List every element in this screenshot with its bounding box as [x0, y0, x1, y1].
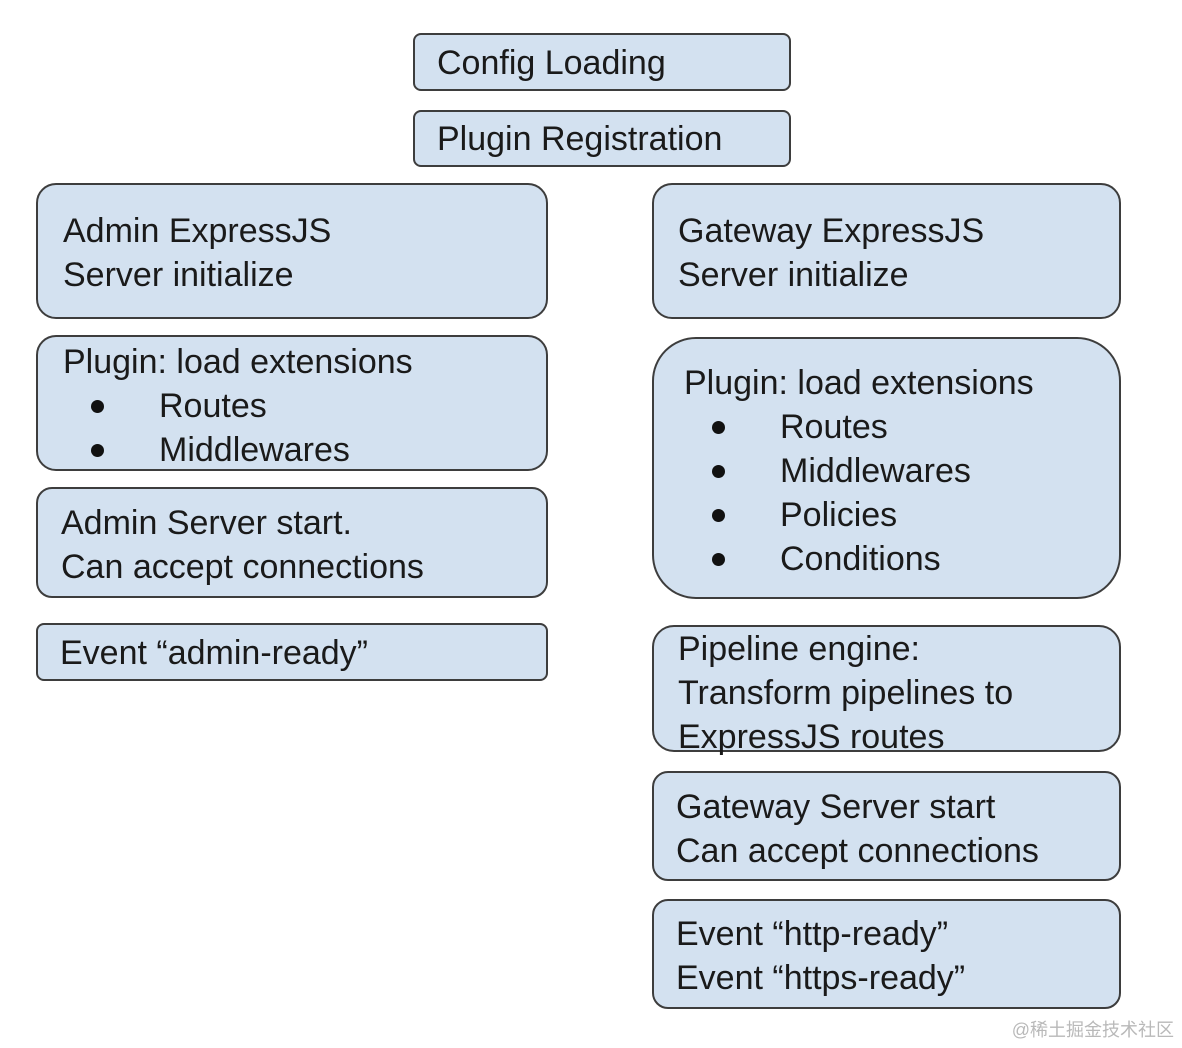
gateway-server-start-box: Gateway Server start Can accept connecti…	[652, 771, 1121, 881]
gateway-pipeline-line-1: Pipeline engine:	[678, 630, 920, 668]
gateway-plugin-item-routes: Routes	[780, 408, 888, 446]
gateway-server-init-line-2: Server initialize	[678, 256, 909, 294]
gateway-plugin-title: Plugin: load extensions	[684, 364, 1034, 402]
gateway-plugin-item-policies: Policies	[780, 496, 898, 534]
gateway-plugin-item-conditions: Conditions	[780, 540, 941, 578]
admin-plugin-title: Plugin: load extensions	[63, 343, 413, 381]
gateway-plugin-box: Plugin: load extensions Routes Middlewar…	[652, 337, 1121, 599]
gateway-pipeline-line-2: Transform pipelines to	[678, 674, 1014, 712]
list-item: Middlewares	[684, 449, 1119, 493]
plugin-registration-box: Plugin Registration	[413, 110, 791, 167]
list-item: Conditions	[684, 537, 1119, 581]
bullet-icon	[712, 553, 725, 566]
bullet-icon	[91, 444, 104, 457]
admin-server-start-line-1: Admin Server start.	[61, 504, 352, 542]
gateway-events-box: Event “http-ready” Event “https-ready”	[652, 899, 1121, 1009]
gateway-pipeline-box: Pipeline engine: Transform pipelines to …	[652, 625, 1121, 756]
gateway-event-http: Event “http-ready”	[676, 915, 949, 953]
admin-plugin-item-routes: Routes	[159, 387, 267, 425]
admin-server-init-line-2: Server initialize	[63, 256, 294, 294]
config-loading-label: Config Loading	[437, 44, 666, 82]
gateway-pipeline-line-3: ExpressJS routes	[678, 718, 945, 756]
bullet-icon	[712, 421, 725, 434]
list-item: Routes	[684, 405, 1119, 449]
bullet-icon	[712, 465, 725, 478]
list-item: Middlewares	[63, 428, 546, 472]
admin-server-init-line-1: Admin ExpressJS	[63, 212, 332, 250]
bullet-icon	[712, 509, 725, 522]
admin-event-box: Event “admin-ready”	[36, 623, 548, 681]
gateway-server-init-box: Gateway ExpressJS Server initialize	[652, 183, 1121, 319]
gateway-server-start-line-1: Gateway Server start	[676, 788, 996, 826]
admin-plugin-item-middlewares: Middlewares	[159, 431, 350, 469]
gateway-event-https: Event “https-ready”	[676, 959, 966, 997]
config-loading-box: Config Loading	[413, 33, 791, 91]
gateway-server-init-line-1: Gateway ExpressJS	[678, 212, 985, 250]
admin-plugin-list: Routes Middlewares	[63, 384, 546, 472]
watermark: @稀土掘金技术社区	[1011, 1020, 1174, 1040]
gateway-server-start-line-2: Can accept connections	[676, 832, 1039, 870]
plugin-registration-label: Plugin Registration	[437, 120, 723, 158]
admin-event-label: Event “admin-ready”	[60, 634, 369, 672]
gateway-plugin-item-middlewares: Middlewares	[780, 452, 971, 490]
list-item: Policies	[684, 493, 1119, 537]
admin-server-start-line-2: Can accept connections	[61, 548, 424, 586]
list-item: Routes	[63, 384, 546, 428]
gateway-plugin-list: Routes Middlewares Policies Conditions	[684, 405, 1119, 581]
bullet-icon	[91, 400, 104, 413]
admin-plugin-box: Plugin: load extensions Routes Middlewar…	[36, 335, 548, 471]
admin-server-start-box: Admin Server start. Can accept connectio…	[36, 487, 548, 598]
admin-server-init-box: Admin ExpressJS Server initialize	[36, 183, 548, 319]
